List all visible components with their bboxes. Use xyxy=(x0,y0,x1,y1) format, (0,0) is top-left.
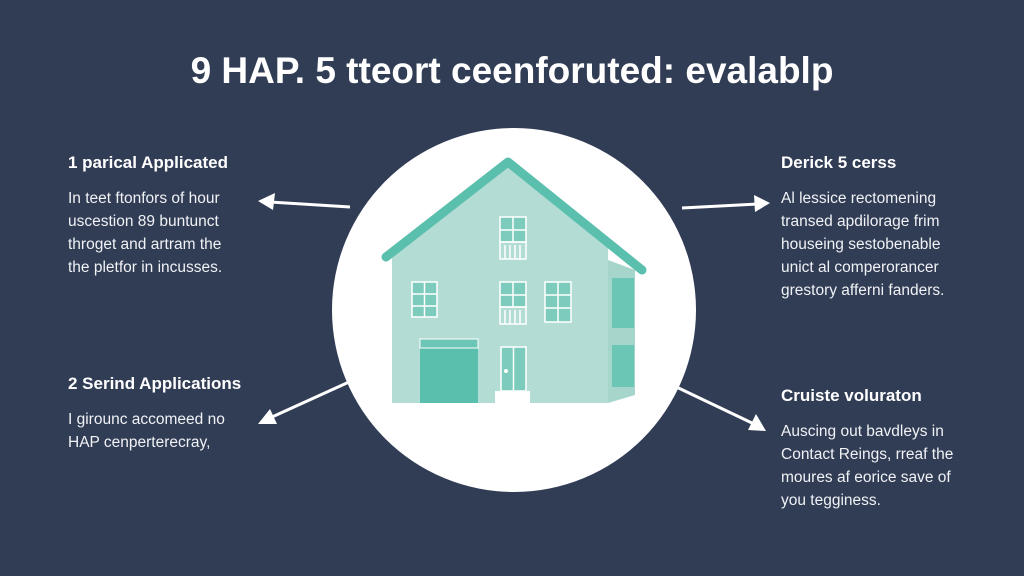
feature-block-3: Derick 5 cerss Al lessice rectomening tr… xyxy=(781,153,1024,302)
description-line: Contact Reings, rreaf the xyxy=(781,446,954,463)
description-line: HAP cenperterecray, xyxy=(68,434,211,451)
description-line: Auscing out bavdleys in xyxy=(781,423,944,440)
description-line: unict al comperorancer xyxy=(781,259,939,276)
description-line: you tegginess. xyxy=(781,492,881,509)
description-line: the pletfor in incusses. xyxy=(68,259,223,276)
description-line: grestory afferni fanders. xyxy=(781,282,945,299)
description-line: throget and artram the xyxy=(68,236,222,253)
description-line: moures af eorice save of xyxy=(781,469,951,486)
description-line: Al lessice rectomening xyxy=(781,190,937,207)
arrow-left-icon xyxy=(258,193,351,210)
feature-heading: Cruiste voluraton xyxy=(781,386,922,405)
feature-description: I girounc accomeed no HAP cenperterecray… xyxy=(68,408,328,454)
feature-description: Auscing out bavdleys in Contact Reings, … xyxy=(781,420,1024,512)
feature-block-2: 2 Serind Applications I girounc accomeed… xyxy=(68,374,328,454)
feature-heading: 2 Serind Applications xyxy=(68,374,242,393)
page-title: 9 HAP. 5 tteort ceenforuted: evalablp xyxy=(190,50,834,91)
description-line: uscestion 89 buntunct xyxy=(68,213,219,230)
description-line: transed apdilorage frim xyxy=(781,213,940,230)
feature-block-1: 1 parical Applicated In teet ftonfors of… xyxy=(68,153,328,279)
description-line: houseing sestobenable xyxy=(781,236,941,253)
arrow-down-left-icon xyxy=(258,375,361,424)
arrow-right-icon xyxy=(681,195,770,212)
description-line: I girounc accomeed no xyxy=(68,411,225,428)
feature-description: In teet ftonfors of hour uscestion 89 bu… xyxy=(68,187,328,279)
feature-heading: Derick 5 cerss xyxy=(781,153,897,172)
feature-block-4: Cruiste voluraton Auscing out bavdleys i… xyxy=(781,386,1024,512)
house-icon xyxy=(381,157,647,403)
description-line: In teet ftonfors of hour xyxy=(68,190,220,207)
arrow-down-right-icon xyxy=(667,381,766,431)
feature-description: Al lessice rectomening transed apdilorag… xyxy=(781,187,1024,302)
feature-heading: 1 parical Applicated xyxy=(68,153,228,172)
